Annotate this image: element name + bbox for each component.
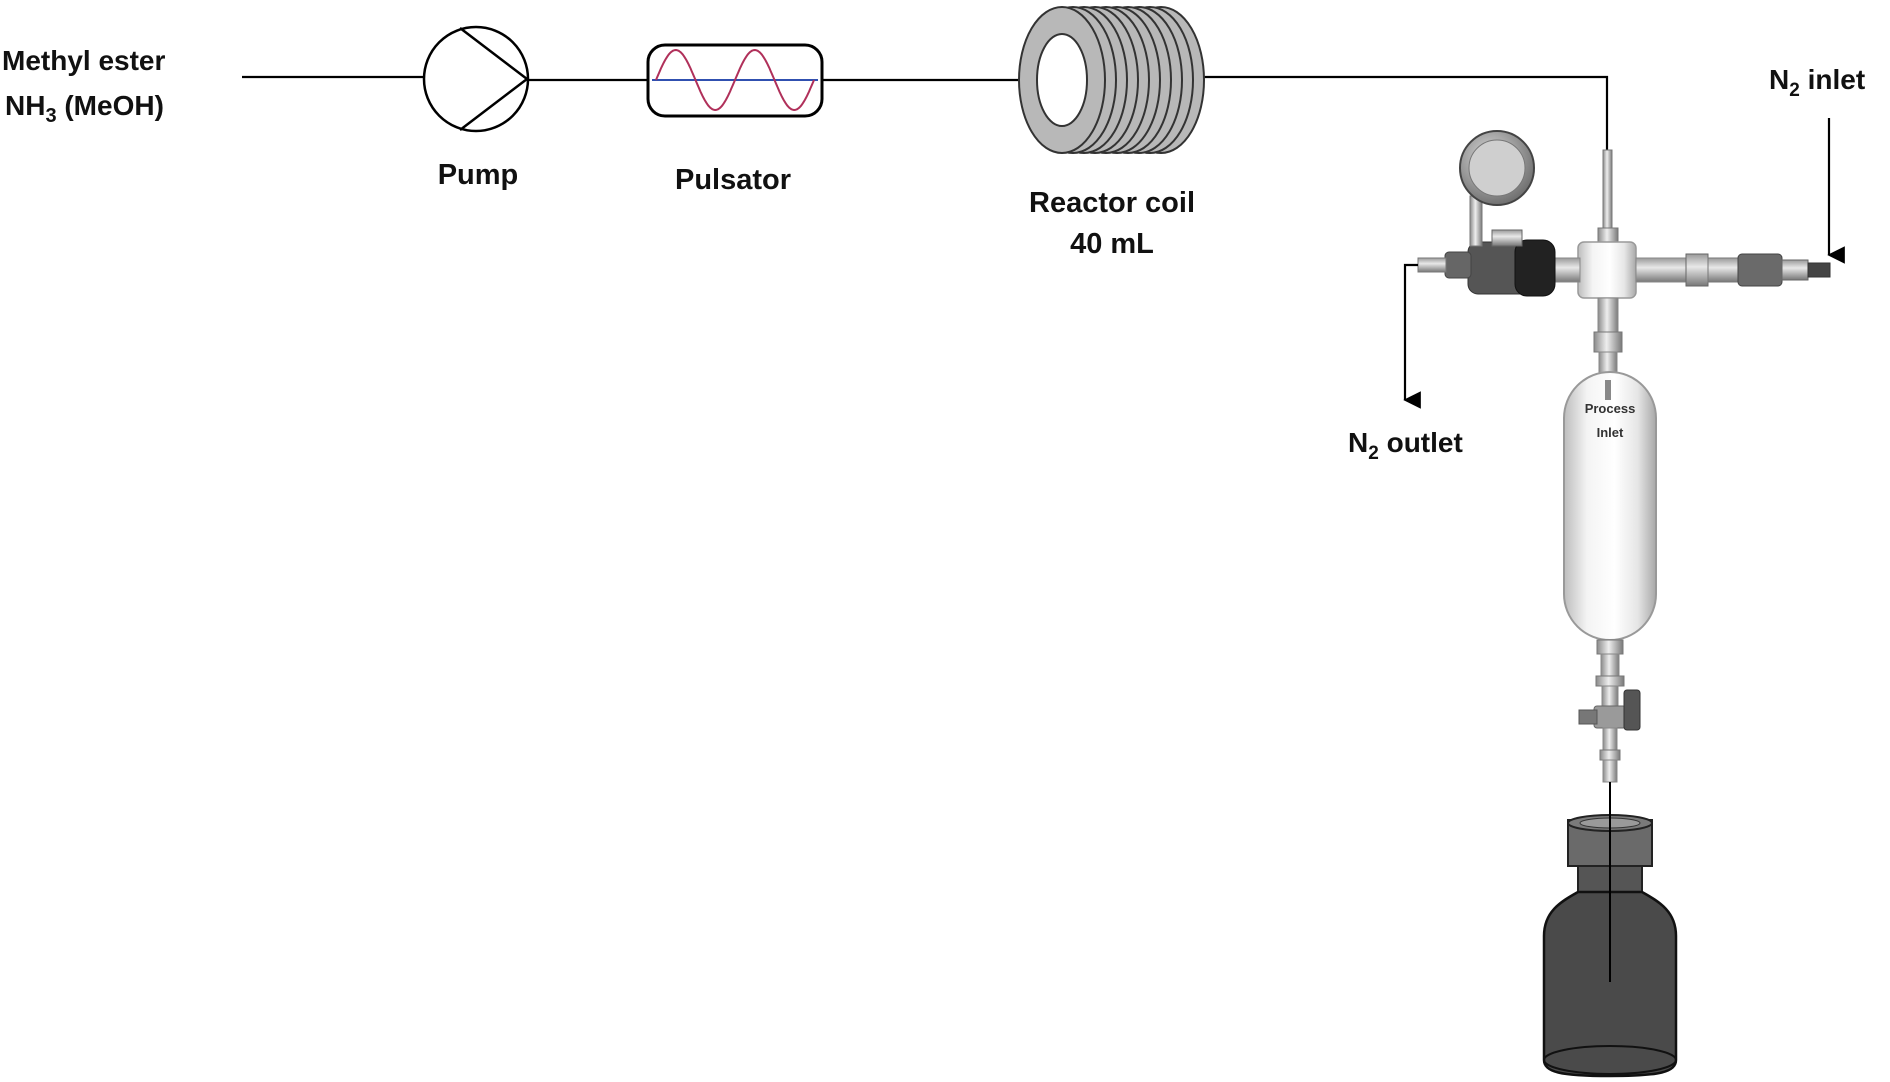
n2-outlet-label: N2 outlet <box>1348 427 1463 464</box>
separator-label-line2: Inlet <box>1597 425 1624 440</box>
pulsator-wave <box>655 48 815 112</box>
tubing-line <box>242 75 1609 150</box>
separator-label-line1: Process <box>1585 401 1636 416</box>
pulsator-icon <box>646 43 824 118</box>
reactor-label-line2: 40 mL <box>1070 228 1154 260</box>
reactor-coil-icon <box>1018 6 1205 154</box>
pump-label: Pump <box>438 159 519 191</box>
gas-manifold <box>1417 130 1831 383</box>
n2-inlet-label: N2 inlet <box>1769 64 1865 101</box>
n2-outlet-arrow <box>1403 263 1421 409</box>
drain-valve <box>1578 639 1641 783</box>
feed-label-line2: NH3 (MeOH) <box>5 90 164 127</box>
separator-vessel: Process Inlet <box>1563 371 1657 641</box>
feed-label: Methyl ester NH3 (MeOH) <box>2 45 165 127</box>
feed-label-line1: Methyl ester <box>2 45 165 76</box>
pump-icon <box>422 25 530 133</box>
collection-bottle-icon <box>1542 810 1678 1078</box>
pulsator-label: Pulsator <box>675 164 791 196</box>
reactor-label-line1: Reactor coil <box>1029 187 1195 219</box>
